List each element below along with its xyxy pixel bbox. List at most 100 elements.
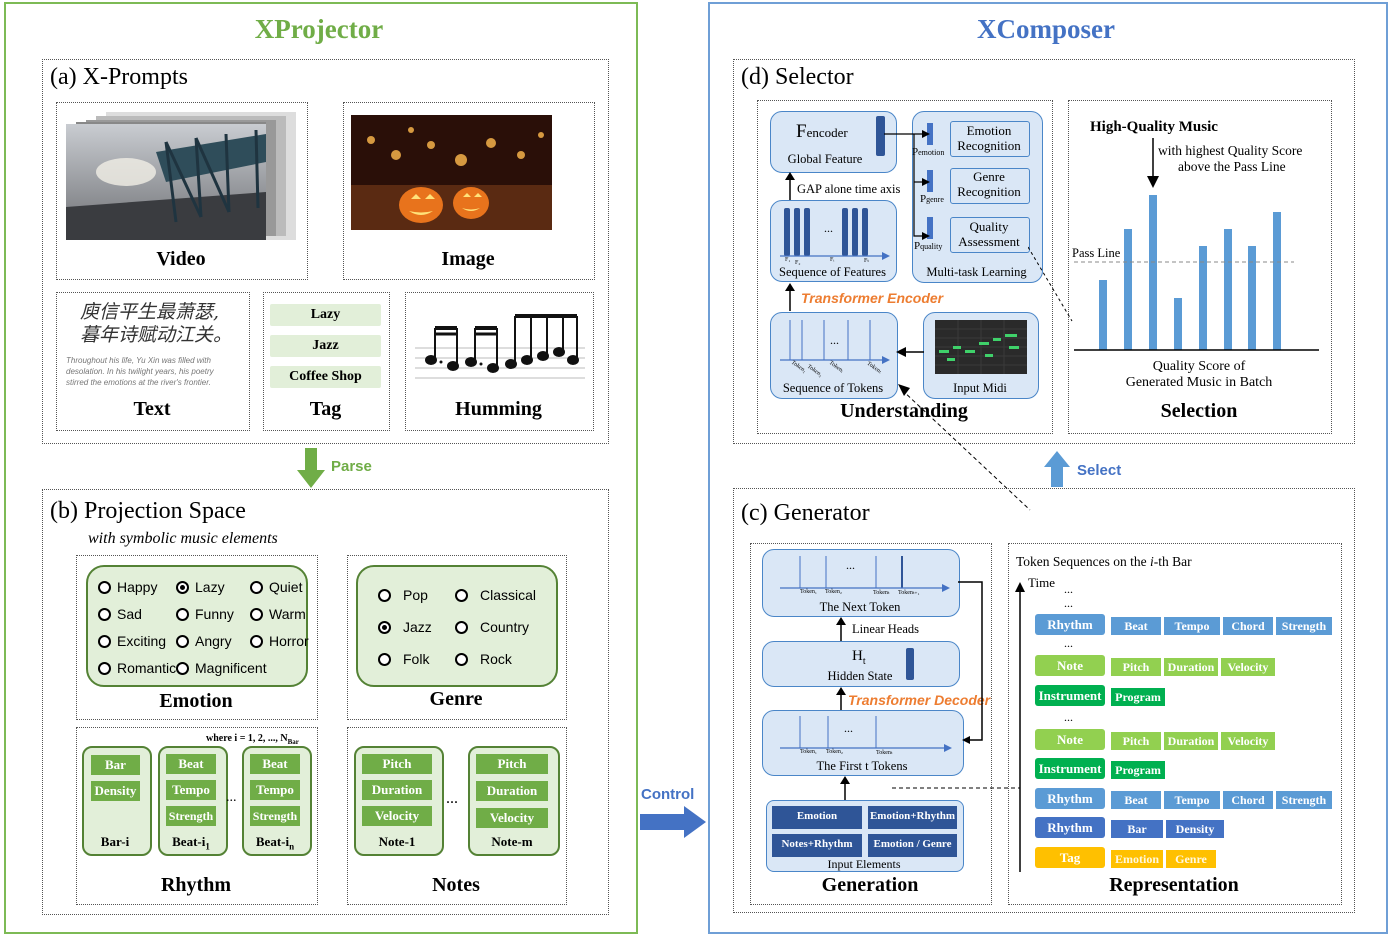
element-chip: Emotion [772,806,862,829]
radio-icon[interactable] [250,634,263,648]
rep-token: Emotion [1111,850,1163,868]
radio-icon[interactable] [98,661,111,675]
radio-icon[interactable] [176,661,189,675]
p-genre-main: P [920,193,927,205]
selector-generator-dashed-connector [890,384,1031,789]
beat-token: Beat [166,754,216,774]
tempo-token: Tempo [250,780,300,800]
rep-token: Velocity [1221,732,1275,750]
emotion-option[interactable]: Sad [98,606,142,622]
rep-token: Strength [1276,617,1332,635]
rep-token: Pitch [1111,658,1161,676]
p-emotion-sub: emotion [918,148,945,157]
genre-label: Genre [429,688,483,710]
genre-option[interactable]: Classical [455,587,536,603]
emotion-recognition-box [950,121,1030,157]
x-prompts-pane [42,59,609,444]
emotion-option[interactable]: Lazy [176,579,225,595]
linear-heads-label: Linear Heads [852,622,919,636]
text-card [56,292,250,431]
radio-icon[interactable] [98,580,111,594]
radio-icon[interactable] [250,607,263,621]
svg-text:...: ... [830,333,839,347]
radio-icon[interactable] [378,588,391,602]
transformer-decoder-label: Transformer Decoder [848,692,991,708]
velocity-token: Velocity [362,806,432,826]
ht-label: Ht [852,648,866,667]
emotion-option[interactable]: Horror [250,633,309,649]
where-text: where i = 1, 2, ..., N [206,733,288,744]
quality-score-chart [1074,195,1319,351]
p-genre-sub: genre [926,195,944,204]
select-arrow-icon [1044,451,1070,487]
genre-option[interactable]: Pop [378,587,428,603]
radio-icon[interactable] [378,620,391,634]
element-chip: Notes+Rhythm [772,834,862,857]
emotion-option[interactable]: Warm [250,606,306,622]
radio-icon[interactable] [176,607,189,621]
representation-label: Representation [1109,874,1239,896]
emotion-option-label: Angry [195,633,232,649]
genre-option[interactable]: Country [455,619,529,635]
emotion-option[interactable]: Romantic [98,660,176,676]
radio-icon[interactable] [98,607,111,621]
radio-icon[interactable] [98,634,111,648]
radio-icon[interactable] [378,652,391,666]
rep-token: Program [1111,688,1165,706]
parse-label: Parse [331,458,372,475]
control-arrow-icon [640,806,706,838]
emotion-option[interactable]: Magnificent [176,660,267,676]
text-english-line-3: stirred the emotions at the river's fron… [66,378,211,387]
radio-icon[interactable] [455,620,468,634]
emotion-option[interactable]: Happy [98,579,157,595]
radio-icon[interactable] [455,588,468,602]
p-emotion-bar [927,123,933,145]
pitch-token: Pitch [362,754,432,774]
radio-icon[interactable] [176,634,189,648]
video-frames-image [66,112,296,240]
hidden-state-label: Hidden State [827,669,893,683]
emotion-options-box [86,565,308,687]
genre-option[interactable]: Folk [378,651,429,667]
bar-i-caption: Bar-i [100,834,130,849]
emotion-option[interactable]: Angry [176,633,232,649]
fencoder-sub: encoder [806,125,848,140]
parse-arrow-icon [297,448,325,488]
duration-token: Duration [476,781,548,801]
genre-option[interactable]: Jazz [378,619,432,635]
halloween-pumpkins-image [351,115,552,230]
rep-title-post: -th Bar [1153,554,1192,569]
radio-icon[interactable] [455,652,468,666]
projection-title: (b) Projection Space [50,498,246,524]
emotion-option[interactable]: Funny [176,606,234,622]
genre-option[interactable]: Rock [455,651,512,667]
density-token: Density [91,781,140,801]
multi-task-learning-label: Multi-task Learning [926,265,1027,279]
emotion-option[interactable]: Exciting [98,633,166,649]
emotion-recognition-line-1: Emotion [966,123,1012,138]
understanding-card [757,100,1053,434]
radio-icon[interactable] [250,580,263,594]
score-caption-1: Quality Score of [1152,359,1246,374]
x-prompts-title: (a) X-Prompts [50,64,188,90]
emotion-option[interactable]: Quiet [250,579,302,595]
rep-token: Velocity [1221,658,1275,676]
rep-row-head: Rhythm [1035,817,1105,838]
strength-token: Strength [250,806,300,826]
p-quality-main: P [914,240,921,252]
next-token-sub: Tokenₜ₊₁ [898,590,920,596]
rep-ellipsis: ... [1064,710,1073,724]
projection-subtitle: with symbolic music elements [88,530,278,547]
rhythm-label: Rhythm [160,874,231,896]
sequence-of-tokens-label: Sequence of Tokens [782,381,884,395]
music-notes-icon [415,314,585,379]
p-genre-label: Pgenre [920,193,944,205]
beat-i1-text: Beat-i [172,834,206,849]
emotion-option-label: Horror [269,633,309,649]
rep-token: Duration [1164,732,1218,750]
rep-title-i: i [1150,554,1154,569]
radio-icon[interactable] [176,580,189,594]
linear-heads-arrow-icon [836,617,846,641]
quality-assessment-line-2: Assessment [958,234,1020,249]
emotion-option-label: Lazy [195,579,225,595]
